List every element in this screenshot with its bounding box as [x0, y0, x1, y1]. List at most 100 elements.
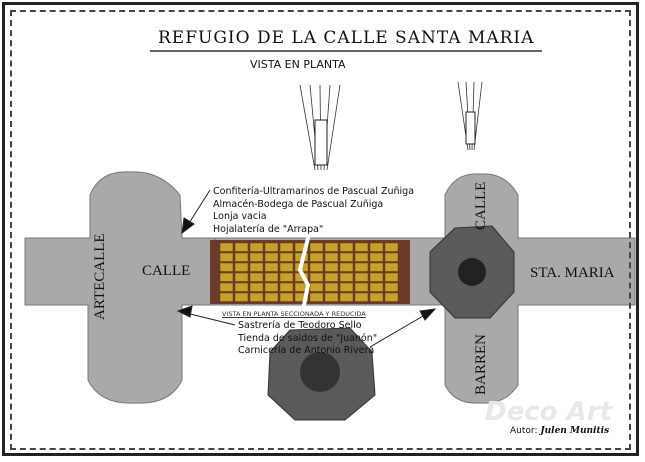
label: Almacén-Bodega de Pascual Zuñiga — [213, 198, 384, 210]
brick — [264, 282, 279, 292]
shelter-dome-bottom-center — [300, 352, 340, 392]
brick — [339, 292, 354, 302]
brick — [234, 262, 249, 272]
brick — [234, 242, 249, 252]
top-labels: Confitería-Ultramarinos de Pascual Zuñig… — [213, 186, 414, 236]
brick — [219, 262, 234, 272]
brick — [309, 242, 324, 252]
brick — [339, 262, 354, 272]
brick — [279, 282, 294, 292]
brick — [249, 272, 264, 282]
brick — [264, 262, 279, 272]
label: Lonja vacia — [213, 211, 267, 222]
brick — [264, 252, 279, 262]
outer-frame — [2, 2, 639, 456]
brick — [219, 242, 234, 252]
section-caption: VISTA EN PLANTA SECCIONADA Y REDUCIDA — [222, 310, 366, 318]
brick — [264, 292, 279, 302]
brick — [219, 282, 234, 292]
brick — [384, 262, 399, 272]
street-label-artecalle: ARTECALLE — [92, 233, 108, 320]
label: Sastrería de Teodoro Sello — [238, 320, 362, 331]
author-name: Julen Munitis — [540, 426, 610, 436]
brick — [219, 272, 234, 282]
label: Tienda de saldos de "Juanón" — [238, 332, 378, 344]
brick — [249, 292, 264, 302]
brick — [339, 282, 354, 292]
brick — [354, 282, 369, 292]
brick — [279, 262, 294, 272]
brick — [339, 242, 354, 252]
bottom-labels: Sastrería de Teodoro Sello Tienda de sal… — [238, 320, 377, 358]
brick — [219, 292, 234, 302]
brick — [354, 262, 369, 272]
street-label-calle-left: CALLE — [142, 263, 191, 279]
brick — [369, 282, 384, 292]
direction-marker-left — [314, 119, 328, 166]
brick — [309, 262, 324, 272]
shelter-dome-right-center — [458, 258, 486, 286]
brick — [354, 242, 369, 252]
brick — [309, 252, 324, 262]
page-title: REFUGIO DE LA CALLE SANTA MARIA — [150, 28, 543, 52]
street-label-barren: BARREN — [473, 334, 489, 395]
brick — [294, 292, 309, 302]
brick — [249, 262, 264, 272]
brick — [279, 272, 294, 282]
arrow-line — [369, 311, 431, 348]
brick — [369, 252, 384, 262]
brick — [384, 282, 399, 292]
brick — [369, 272, 384, 282]
brick — [354, 292, 369, 302]
brick — [384, 252, 399, 262]
brick-grid — [219, 242, 399, 302]
brick — [324, 262, 339, 272]
brick — [384, 242, 399, 252]
brick — [354, 252, 369, 262]
brick — [309, 292, 324, 302]
street-label-calle-right: CALLE — [473, 181, 489, 230]
watermark: Deco Art — [485, 397, 613, 427]
brick — [279, 252, 294, 262]
label: Carnicería de Antonio Rivera — [238, 345, 375, 356]
brick — [324, 252, 339, 262]
brick — [369, 262, 384, 272]
brick — [279, 242, 294, 252]
brick — [324, 292, 339, 302]
street-label-sta-maria: STA. MARIA — [530, 265, 615, 281]
inner-frame — [10, 10, 631, 450]
brick — [234, 282, 249, 292]
label: Confitería-Ultramarinos de Pascual Zuñig… — [213, 186, 415, 197]
brick — [339, 252, 354, 262]
brick — [369, 242, 384, 252]
label: Hojalatería de "Arrapa" — [213, 223, 324, 235]
author-label: Autor: — [510, 426, 538, 436]
brick — [369, 292, 384, 302]
brick — [249, 242, 264, 252]
brick — [279, 292, 294, 302]
brick — [324, 272, 339, 282]
brick — [384, 272, 399, 282]
brick — [354, 272, 369, 282]
brick — [309, 272, 324, 282]
brick — [324, 282, 339, 292]
pointer-arrows — [176, 189, 437, 348]
author: Autor: Julen Munitis — [510, 426, 609, 436]
brick — [234, 252, 249, 262]
subtitle: VISTA EN PLANTA — [250, 58, 346, 71]
brick — [234, 272, 249, 282]
brick — [339, 272, 354, 282]
brick — [294, 242, 309, 252]
section-break — [296, 229, 312, 336]
brick — [264, 242, 279, 252]
brick — [234, 292, 249, 302]
brick — [249, 252, 264, 262]
brick — [324, 242, 339, 252]
direction-marker-right — [465, 111, 476, 145]
brick — [309, 282, 324, 292]
brick — [249, 282, 264, 292]
brick — [264, 272, 279, 282]
brick — [384, 292, 399, 302]
